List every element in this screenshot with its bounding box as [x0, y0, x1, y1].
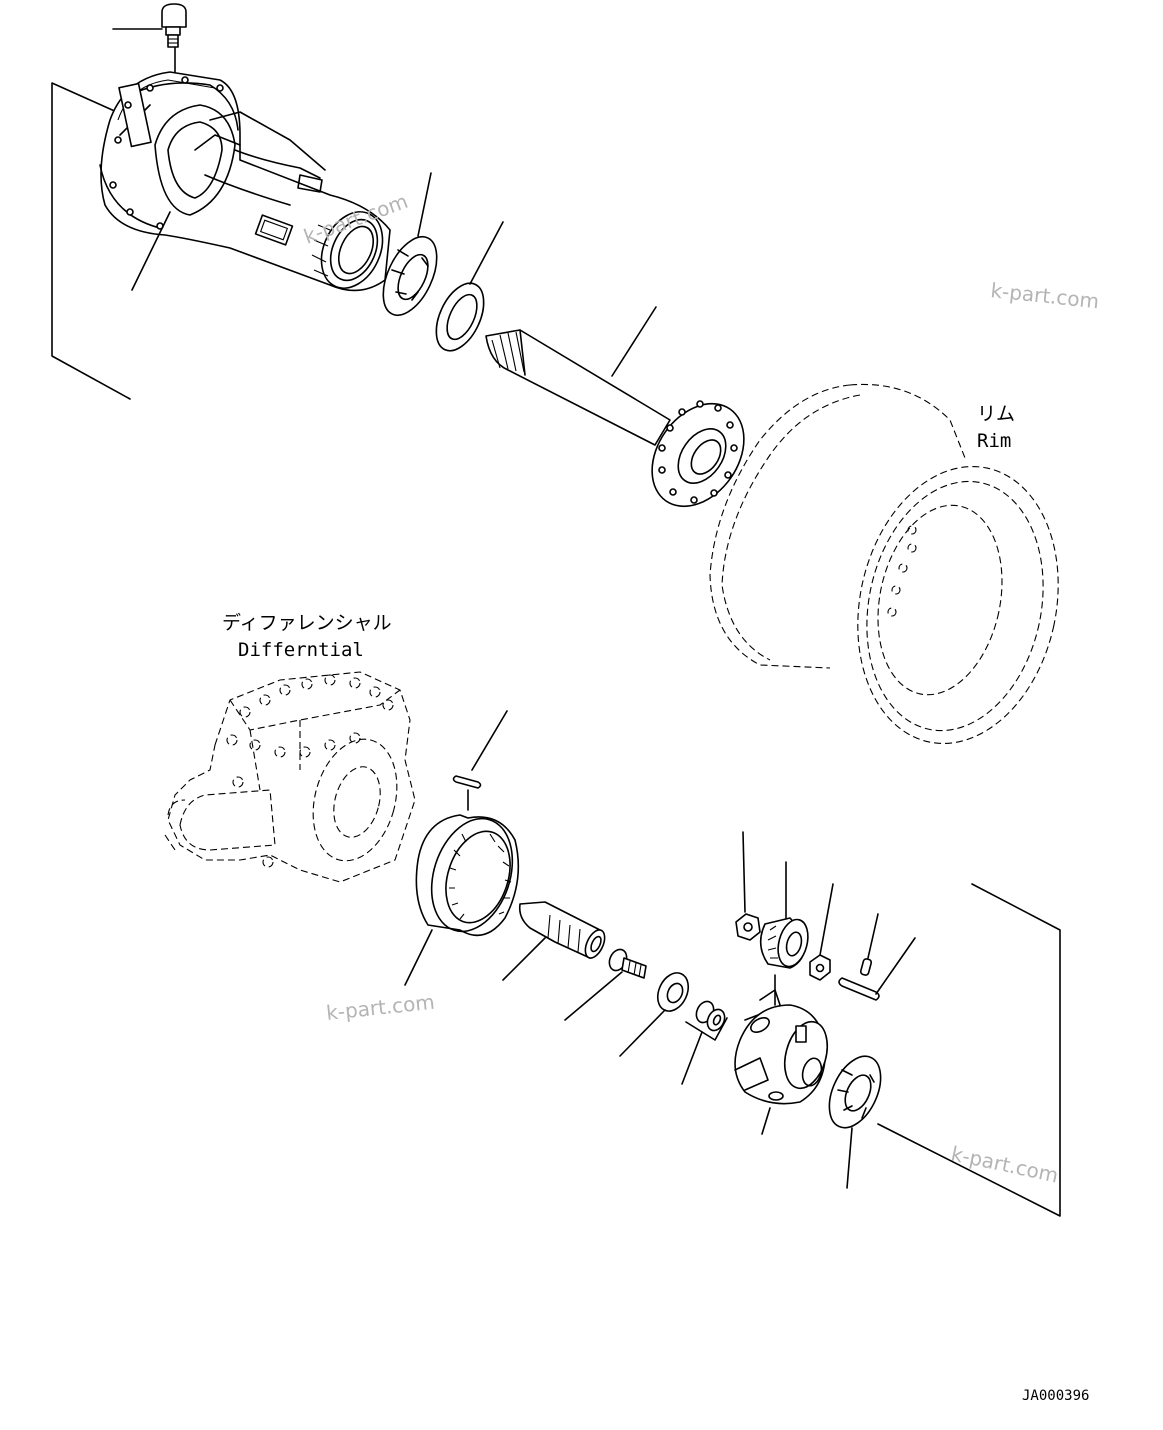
watermark-2: k-part.com	[989, 278, 1100, 313]
ring-gear	[404, 814, 520, 986]
rim-label-en: Rim	[977, 430, 1011, 452]
housing-washer	[435, 221, 504, 352]
housing-group-bracket	[51, 82, 131, 400]
differential-case	[734, 974, 829, 1135]
rim-label-jp: リム	[977, 403, 1015, 425]
bolt	[564, 948, 647, 1021]
side-bearing	[828, 1055, 882, 1189]
pinion-shaft	[502, 901, 606, 981]
nut	[735, 831, 761, 941]
wheel-rim	[709, 383, 1059, 744]
spacer-washers	[681, 1000, 728, 1085]
lower-group-bracket	[877, 883, 1061, 1217]
pin	[859, 913, 879, 976]
axle-shaft	[485, 306, 745, 508]
thrust-washer	[619, 972, 690, 1057]
housing-bearing	[382, 172, 438, 316]
differential-assembly	[164, 671, 416, 883]
differential-label-en: Differntial	[238, 639, 364, 661]
axle-housing	[99, 71, 391, 292]
dowel-pin	[452, 710, 508, 811]
watermark-4: k-part.com	[949, 1141, 1061, 1187]
shaft-pin	[838, 937, 916, 1001]
differential-label-jp: ディファレンシャル	[222, 612, 392, 634]
drawing-code: JA000396	[1022, 1388, 1089, 1404]
watermark-3: k-part.com	[325, 990, 436, 1025]
breather-plug	[112, 3, 187, 81]
small-nut	[809, 883, 834, 981]
pinion-bearing	[759, 861, 809, 969]
